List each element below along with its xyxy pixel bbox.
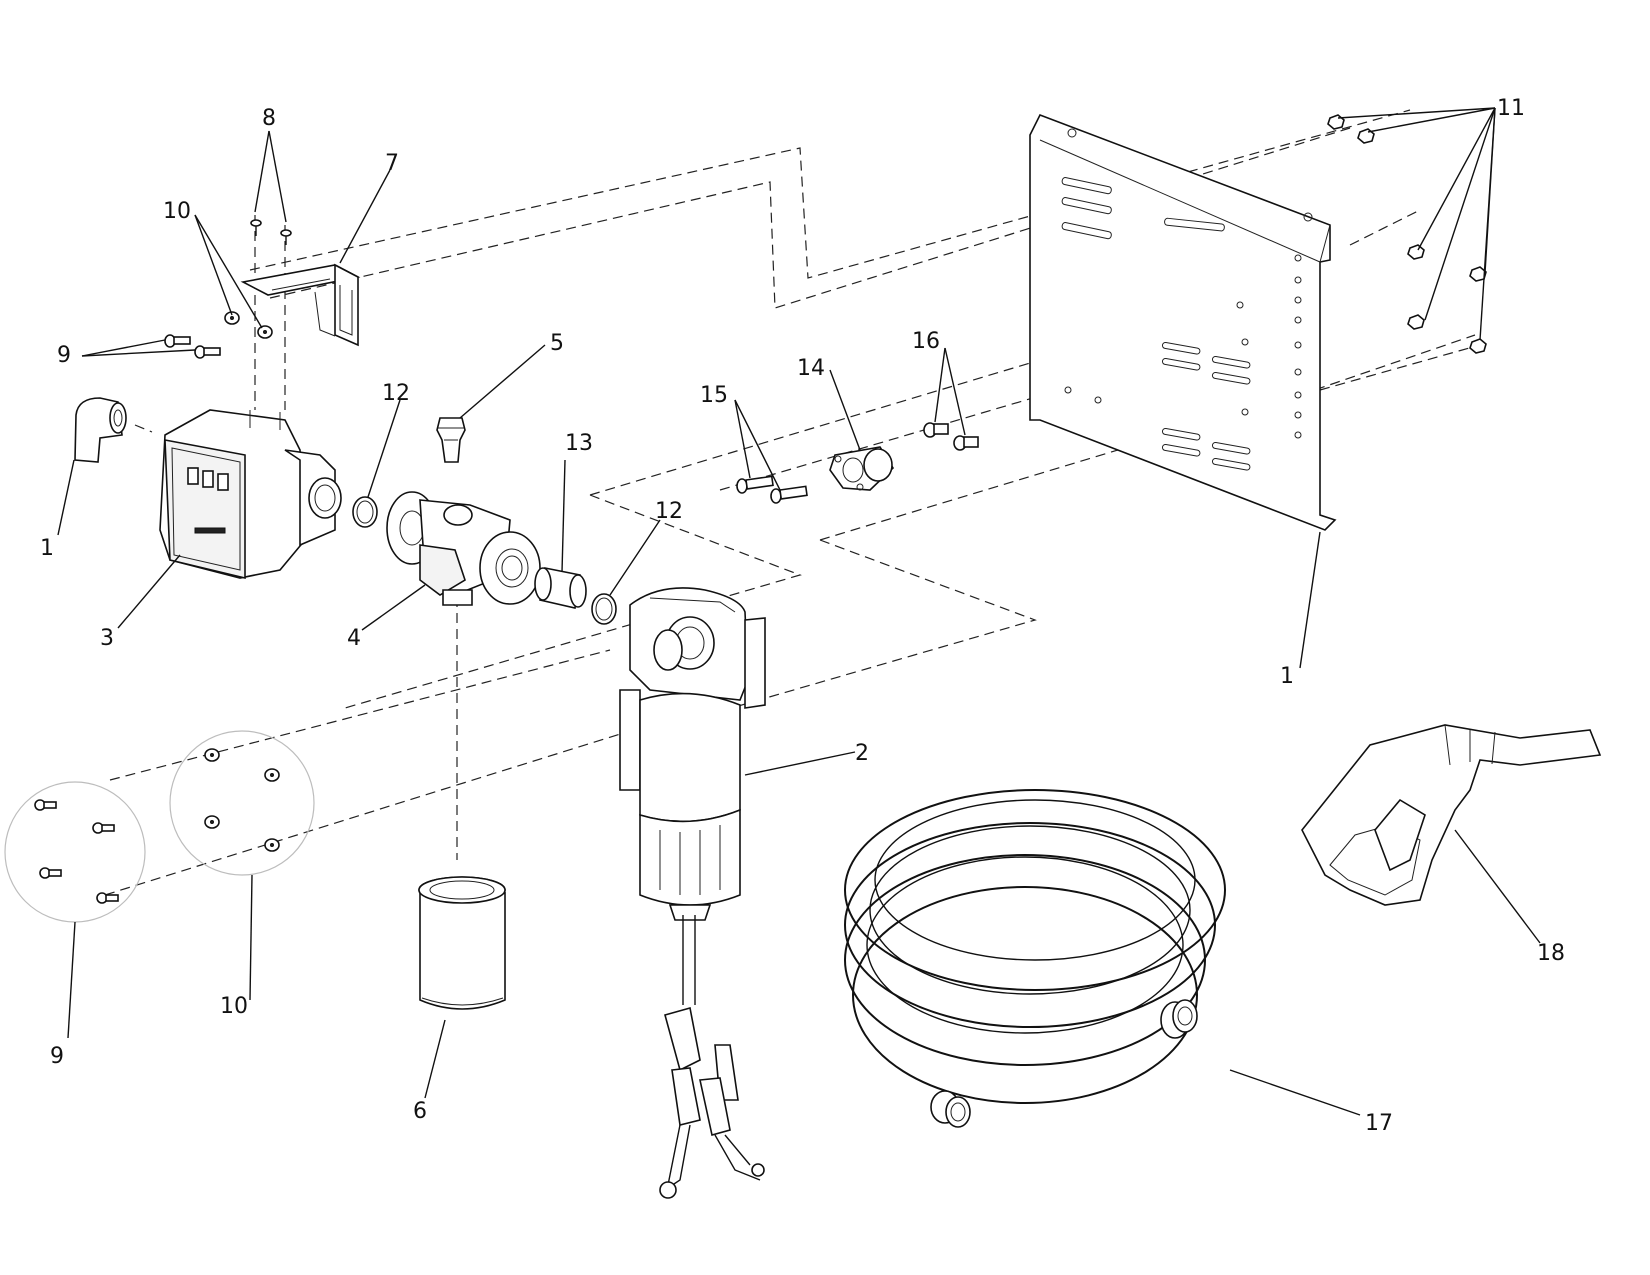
plate-holes <box>1064 128 1313 439</box>
washers-top <box>224 311 273 339</box>
fuel-nozzle <box>1301 724 1602 906</box>
pins-16 <box>923 422 979 451</box>
plate-slots <box>1061 177 1251 471</box>
callout-11: 11 <box>1497 96 1525 121</box>
elbow-fitting <box>74 397 127 463</box>
o-rings <box>352 496 617 625</box>
bolts-top <box>164 334 221 359</box>
nuts <box>1327 114 1487 354</box>
callout-3: 3 <box>100 626 114 651</box>
callout-8: 8 <box>262 106 276 131</box>
callout-18: 18 <box>1537 941 1565 966</box>
pipe-nipple <box>534 567 587 609</box>
hose-fitting-bottom <box>930 1090 971 1128</box>
callout-14: 14 <box>797 356 825 381</box>
callout-9-top: 9 <box>57 343 71 368</box>
pump <box>619 587 766 1005</box>
callout-15: 15 <box>700 383 728 408</box>
detail-circle-bolts <box>4 781 146 923</box>
callouts: 8 7 10 9 11 12 5 13 12 14 15 16 1 3 4 2 … <box>40 96 1565 1136</box>
callout-9-bottom: 9 <box>50 1044 64 1069</box>
battery-clamps <box>659 1006 765 1199</box>
callout-10-bottom: 10 <box>220 994 248 1019</box>
filter-cartridge <box>418 876 506 1010</box>
callout-4: 4 <box>347 626 361 651</box>
bolts-15 <box>736 475 808 504</box>
valve-body <box>386 491 541 606</box>
callout-16: 16 <box>912 329 940 354</box>
leader-lines <box>57 107 1541 1116</box>
hose-fitting-top <box>1160 999 1198 1039</box>
callout-1-left: 1 <box>40 536 54 561</box>
callout-6: 6 <box>413 1099 427 1124</box>
detail-circle-washers <box>169 730 315 876</box>
callout-1-right: 1 <box>1280 664 1294 689</box>
callout-2: 2 <box>855 741 869 766</box>
callout-7: 7 <box>385 151 399 176</box>
callout-17: 17 <box>1365 1111 1393 1136</box>
callout-12-right: 12 <box>655 499 683 524</box>
callout-12-left: 12 <box>382 381 410 406</box>
callout-13: 13 <box>565 431 593 456</box>
callout-5: 5 <box>550 331 564 356</box>
hose-coil <box>844 789 1226 1128</box>
flow-meter <box>159 409 342 580</box>
callout-10-top: 10 <box>163 199 191 224</box>
bracket <box>240 263 361 347</box>
mounting-plate <box>1029 113 1337 531</box>
screws-top <box>250 219 292 245</box>
flange-14 <box>829 446 895 491</box>
swivel-fitting <box>436 417 466 463</box>
